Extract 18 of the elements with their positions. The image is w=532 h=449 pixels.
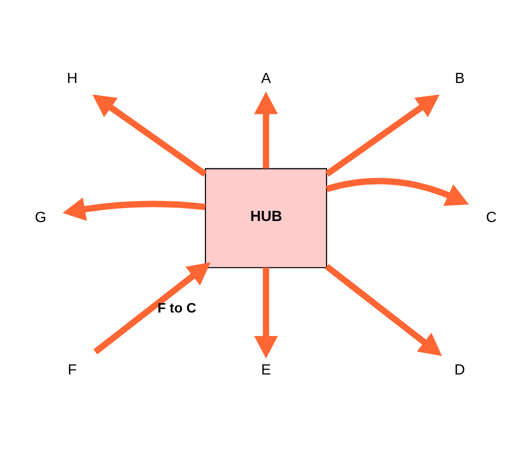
node-text: D <box>454 362 466 378</box>
arrow <box>325 94 440 176</box>
node-text: B <box>454 70 465 87</box>
node-text: C <box>486 210 497 226</box>
node-text: A <box>261 70 271 87</box>
arrow <box>324 263 442 356</box>
node-text: G <box>34 210 46 226</box>
arrow <box>254 267 278 358</box>
arrow <box>92 94 207 176</box>
node-text: H <box>66 70 78 87</box>
arrow <box>62 196 206 220</box>
node-box: HUB <box>204 168 328 268</box>
arrow <box>326 177 469 206</box>
node-text: E <box>261 362 271 378</box>
node-text: F <box>68 362 77 378</box>
arrow <box>93 262 211 354</box>
edge-label: F to C <box>158 300 196 315</box>
arrow <box>254 91 278 168</box>
